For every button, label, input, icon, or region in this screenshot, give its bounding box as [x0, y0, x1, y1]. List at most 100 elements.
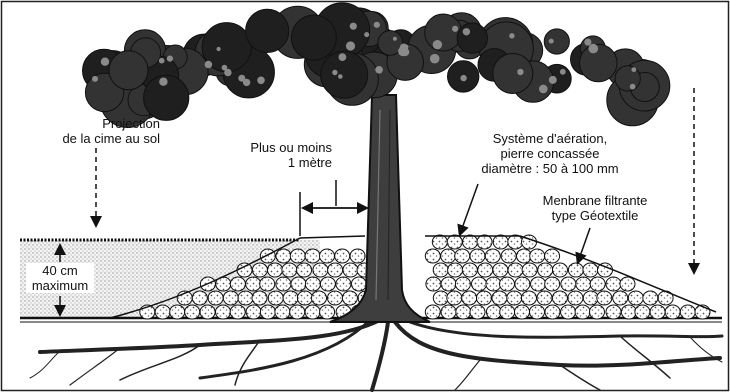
stone [493, 235, 508, 249]
canopy-blob [615, 66, 640, 91]
stone [628, 291, 643, 305]
stone [320, 277, 335, 291]
canopy-blob [457, 23, 487, 53]
canopy-blob [544, 29, 569, 54]
stone [462, 291, 477, 305]
aeration-arrow [460, 184, 478, 234]
stone [252, 263, 267, 277]
stone [230, 305, 245, 319]
stone [478, 263, 493, 277]
stone [448, 263, 463, 277]
stone [568, 291, 583, 305]
stone [425, 305, 440, 319]
stone [425, 249, 440, 263]
canopy-highlight [549, 39, 554, 44]
stone [545, 249, 560, 263]
stone [568, 263, 583, 277]
stone [291, 277, 306, 291]
stone [155, 305, 170, 319]
canopy-blob [493, 54, 533, 94]
stone [283, 291, 298, 305]
stone [576, 277, 591, 291]
canopy-highlight [452, 26, 458, 32]
stone [493, 263, 508, 277]
canopy-highlight [584, 39, 591, 46]
stone [276, 277, 291, 291]
stone [328, 263, 343, 277]
stone [320, 249, 335, 263]
stone [486, 277, 501, 291]
depth-label: 40 cm maximum [26, 263, 94, 293]
canopy-highlight [539, 85, 548, 94]
stone [447, 235, 462, 249]
projection-label: Projection de la cime au sol [48, 116, 160, 146]
stone [530, 305, 545, 319]
stone [260, 305, 275, 319]
stone [441, 277, 456, 291]
membrane-label: Menbrane filtrante type Géotextile [516, 193, 674, 223]
stone [538, 263, 553, 277]
stone [200, 305, 215, 319]
stone [643, 291, 658, 305]
canopy-highlight [393, 37, 397, 41]
canopy-blob [246, 9, 289, 52]
stone [336, 277, 351, 291]
stone [268, 291, 283, 305]
canopy-highlight [374, 22, 380, 28]
stone [522, 263, 537, 277]
membrane-label-line1: Menbrane filtrante [516, 193, 674, 208]
canopy-highlight [350, 23, 357, 30]
stone [597, 291, 612, 305]
stone [208, 291, 223, 305]
aeration-label-line2: pierre concassée [470, 146, 630, 161]
stone [522, 291, 537, 305]
canopy-highlight [463, 28, 470, 35]
canopy-highlight [460, 75, 466, 81]
canopy-highlight [632, 67, 637, 72]
stone [305, 277, 320, 291]
distance-dimension [300, 180, 366, 236]
stone [665, 305, 680, 319]
canopy-highlight [338, 74, 343, 79]
canopy-blob [291, 15, 336, 60]
aeration-label-line1: Système d'aération, [470, 131, 630, 146]
stone [477, 291, 492, 305]
stone [260, 249, 275, 263]
distance-label-line1: Plus ou moins [200, 140, 332, 155]
projection-label-line2: de la cime au sol [48, 131, 160, 146]
stone [252, 291, 267, 305]
canopy-highlight [205, 61, 213, 69]
stone [275, 305, 290, 319]
canopy-blob [580, 44, 617, 81]
stone [583, 263, 598, 277]
stone [328, 291, 343, 305]
stone [606, 277, 621, 291]
stone [335, 249, 350, 263]
stone [500, 277, 515, 291]
stone [223, 291, 238, 305]
canopy-highlight [404, 45, 409, 50]
stone [268, 263, 283, 277]
stone [441, 249, 456, 263]
canopy-highlight [346, 41, 355, 50]
canopy-highlight [433, 40, 442, 49]
stone [531, 277, 546, 291]
stone [305, 305, 320, 319]
aeration-label: Système d'aération, pierre concassée dia… [470, 131, 630, 176]
stone [470, 305, 485, 319]
canopy-highlight [509, 33, 514, 38]
canopy-highlight [364, 32, 369, 37]
stone [530, 249, 545, 263]
stone [552, 291, 567, 305]
depth-label-line1: 40 cm [28, 263, 92, 278]
stone [216, 305, 231, 319]
canopy-highlight [630, 84, 636, 90]
canopy-blob [425, 14, 462, 51]
aeration-label-line3: diamètre : 50 à 100 mm [470, 161, 630, 176]
stone [246, 277, 261, 291]
stone [282, 263, 297, 277]
stone [485, 249, 500, 263]
stone [501, 249, 516, 263]
canopy-highlight [159, 78, 167, 86]
